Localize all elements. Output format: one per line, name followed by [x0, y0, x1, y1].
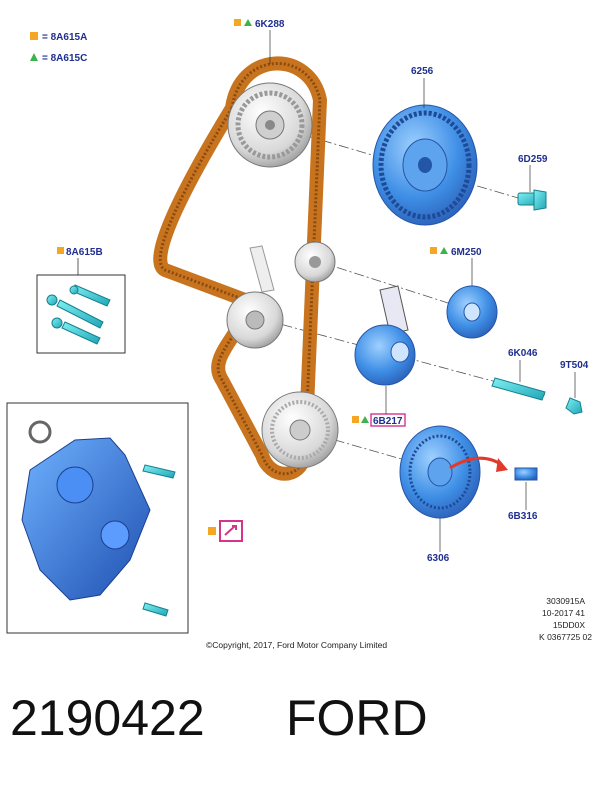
svg-text:3030915A: 3030915A — [546, 596, 585, 606]
part-number: 2190422 — [10, 690, 205, 746]
camshaft-bolt — [517, 189, 547, 211]
svg-text:10-2017 41: 10-2017 41 — [542, 608, 585, 618]
water-pump-box — [6, 402, 189, 634]
idler-pulley-blue — [446, 285, 498, 339]
part-labels: 6K288 6256 6D259 8A615B 6M250 6K046 9T50… — [57, 19, 589, 564]
label-crank-pulley: 6306 — [427, 553, 450, 564]
label-tensioner: 6B217 — [373, 416, 403, 427]
crankshaft-pulley-blue — [399, 425, 481, 519]
label-sensor: 6B316 — [508, 511, 538, 522]
camshaft-pulley-blue — [372, 104, 478, 226]
crankshaft-pulley-grey — [261, 391, 339, 469]
reference-block: 3030915A 10-2017 41 15DD0X K 0367725 02 — [539, 596, 592, 642]
water-pump — [21, 437, 151, 601]
sensor-part — [514, 467, 538, 481]
svg-text:K 0367725 02: K 0367725 02 — [539, 632, 592, 642]
tensioner-blue — [354, 285, 416, 386]
pump-bolt-lower — [142, 602, 169, 617]
label-belt: 6K288 — [255, 19, 285, 30]
legend-square-label: = 8A615A — [42, 32, 87, 43]
rotation-arrow — [449, 456, 508, 472]
tensioner-nut — [565, 397, 583, 415]
timing-belt — [153, 56, 328, 481]
timing-belt-diagram: = 8A615A = 8A615C — [6, 19, 592, 650]
legend-triangle-label: = 8A615C — [42, 53, 87, 64]
label-idler: 6M250 — [451, 247, 482, 258]
idler-pulley-middle-grey — [226, 291, 284, 349]
part-footer: 2190422 FORD — [10, 688, 590, 758]
tensioner-bolt — [491, 377, 546, 401]
camshaft-pulley-grey — [227, 82, 313, 168]
bolt-kit — [36, 258, 126, 354]
label-nut: 9T504 — [560, 360, 589, 371]
copyright-text: ©Copyright, 2017, Ford Motor Company Lim… — [206, 640, 387, 650]
label-cam-bolt: 6D259 — [518, 154, 548, 165]
pump-reference-icon — [208, 520, 243, 542]
legend-square-icon — [30, 32, 38, 40]
tensioner-bracket-grey — [249, 245, 275, 293]
idler-pulley-upper-grey — [294, 241, 336, 283]
label-bolt-kit: 8A615B — [66, 247, 103, 258]
label-tensioner-bolt: 6K046 — [508, 348, 538, 359]
pump-bolt-upper — [142, 464, 176, 479]
svg-text:15DD0X: 15DD0X — [553, 620, 585, 630]
legend-triangle-icon — [30, 53, 38, 61]
legend: = 8A615A = 8A615C — [30, 32, 87, 64]
pump-o-ring — [28, 420, 52, 444]
label-cam-pulley: 6256 — [411, 66, 434, 77]
brand-name: FORD — [286, 690, 428, 746]
